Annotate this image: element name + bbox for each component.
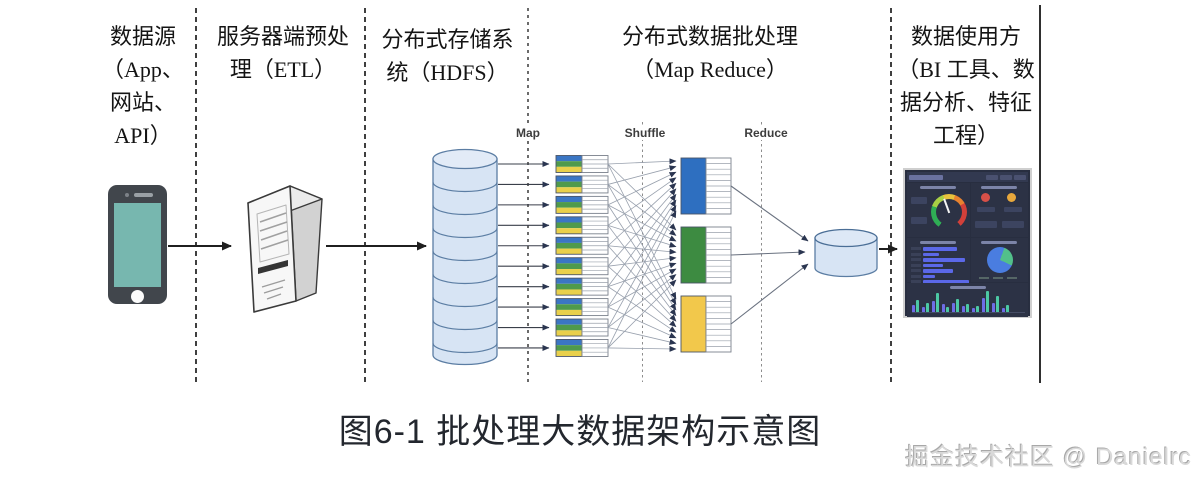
figure-right-border (1039, 5, 1041, 383)
phone-camera-dot (125, 193, 129, 197)
phone-speaker-bar (134, 193, 153, 197)
column-divider-3-map-line (527, 8, 529, 386)
dashboard-bar-chart-panel (907, 283, 1028, 317)
bi-dashboard-image (903, 168, 1032, 318)
reduce-divider-line (761, 122, 762, 382)
figure-caption: 图6-1 批处理大数据架构示意图 (338, 413, 822, 451)
phone-home-button (131, 290, 144, 303)
phone-screen (114, 203, 161, 287)
column-header-etl: 服务器端预处理（ETL） (216, 24, 349, 82)
column-divider-2 (364, 8, 366, 386)
stage-label-map: Map (513, 126, 543, 140)
smartphone-icon (108, 185, 167, 304)
column-header-mapreduce: 分布式数据批处理（Map Reduce） (621, 24, 798, 82)
dashboard-stats-panel (970, 183, 1028, 237)
column-divider-1 (195, 8, 197, 386)
dashboard-hbar-chart-panel (907, 238, 970, 284)
hdfs-cylinder-stack-icon (432, 148, 498, 366)
watermark-text: 掘金技术社区 @ Danielrc (905, 444, 1192, 471)
dashboard-gauge-panel (907, 183, 970, 237)
server-icon (247, 185, 323, 313)
column-divider-4 (890, 8, 892, 386)
column-header-data-source: 数据源（App、网站、API） (102, 24, 184, 148)
result-database-icon (814, 228, 878, 278)
dashboard-pie-chart-panel (970, 238, 1028, 282)
stage-label-shuffle: Shuffle (621, 126, 669, 140)
column-header-data-consumer: 数据使用方（BI 工具、数据分析、特征工程） (897, 24, 1035, 148)
dashboard-header-bar (907, 172, 1028, 182)
shuffle-divider-line (642, 122, 643, 382)
column-header-hdfs: 分布式存储系统（HDFS） (381, 27, 514, 85)
stage-label-reduce: Reduce (741, 126, 791, 140)
